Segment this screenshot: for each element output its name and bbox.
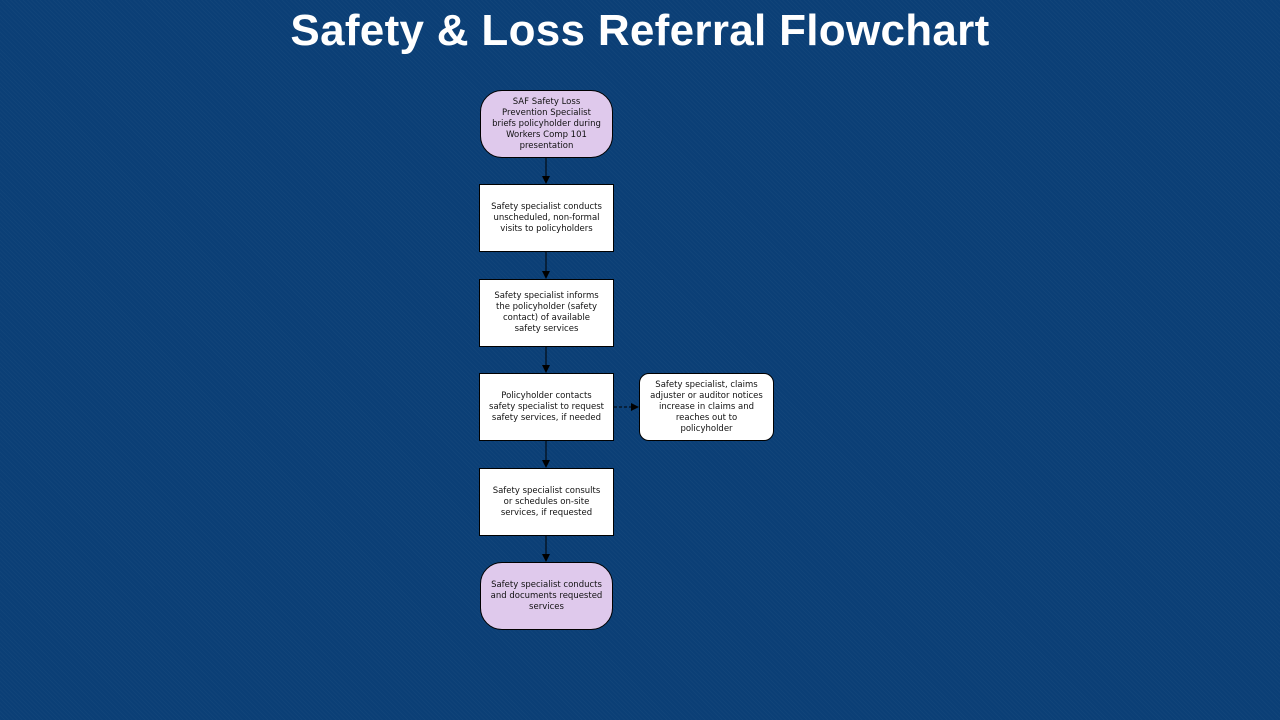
consults-node: Safety specialist consults or schedules …: [479, 468, 614, 536]
consults-node-label: Safety specialist consults or schedules …: [492, 485, 601, 518]
notices-node: Safety specialist, claims adjuster or au…: [639, 373, 774, 441]
notices-node-label: Safety specialist, claims adjuster or au…: [650, 379, 763, 434]
contacts-node: Policyholder contacts safety specialist …: [479, 373, 614, 441]
start-node-label: SAF Safety Loss Prevention Specialist br…: [492, 96, 601, 151]
end-node: Safety specialist conducts and documents…: [480, 562, 613, 630]
page-title: Safety & Loss Referral Flowchart: [290, 6, 990, 55]
visits-node-label: Safety specialist conducts unscheduled, …: [491, 201, 602, 234]
informs-node-label: Safety specialist informs the policyhold…: [494, 291, 599, 334]
start-node: SAF Safety Loss Prevention Specialist br…: [480, 90, 613, 158]
contacts-node-label: Policyholder contacts safety specialist …: [489, 390, 604, 423]
informs-node: Safety specialist informs the policyhold…: [479, 279, 614, 347]
visits-node: Safety specialist conducts unscheduled, …: [479, 184, 614, 252]
end-node-label: Safety specialist conducts and documents…: [490, 579, 603, 612]
